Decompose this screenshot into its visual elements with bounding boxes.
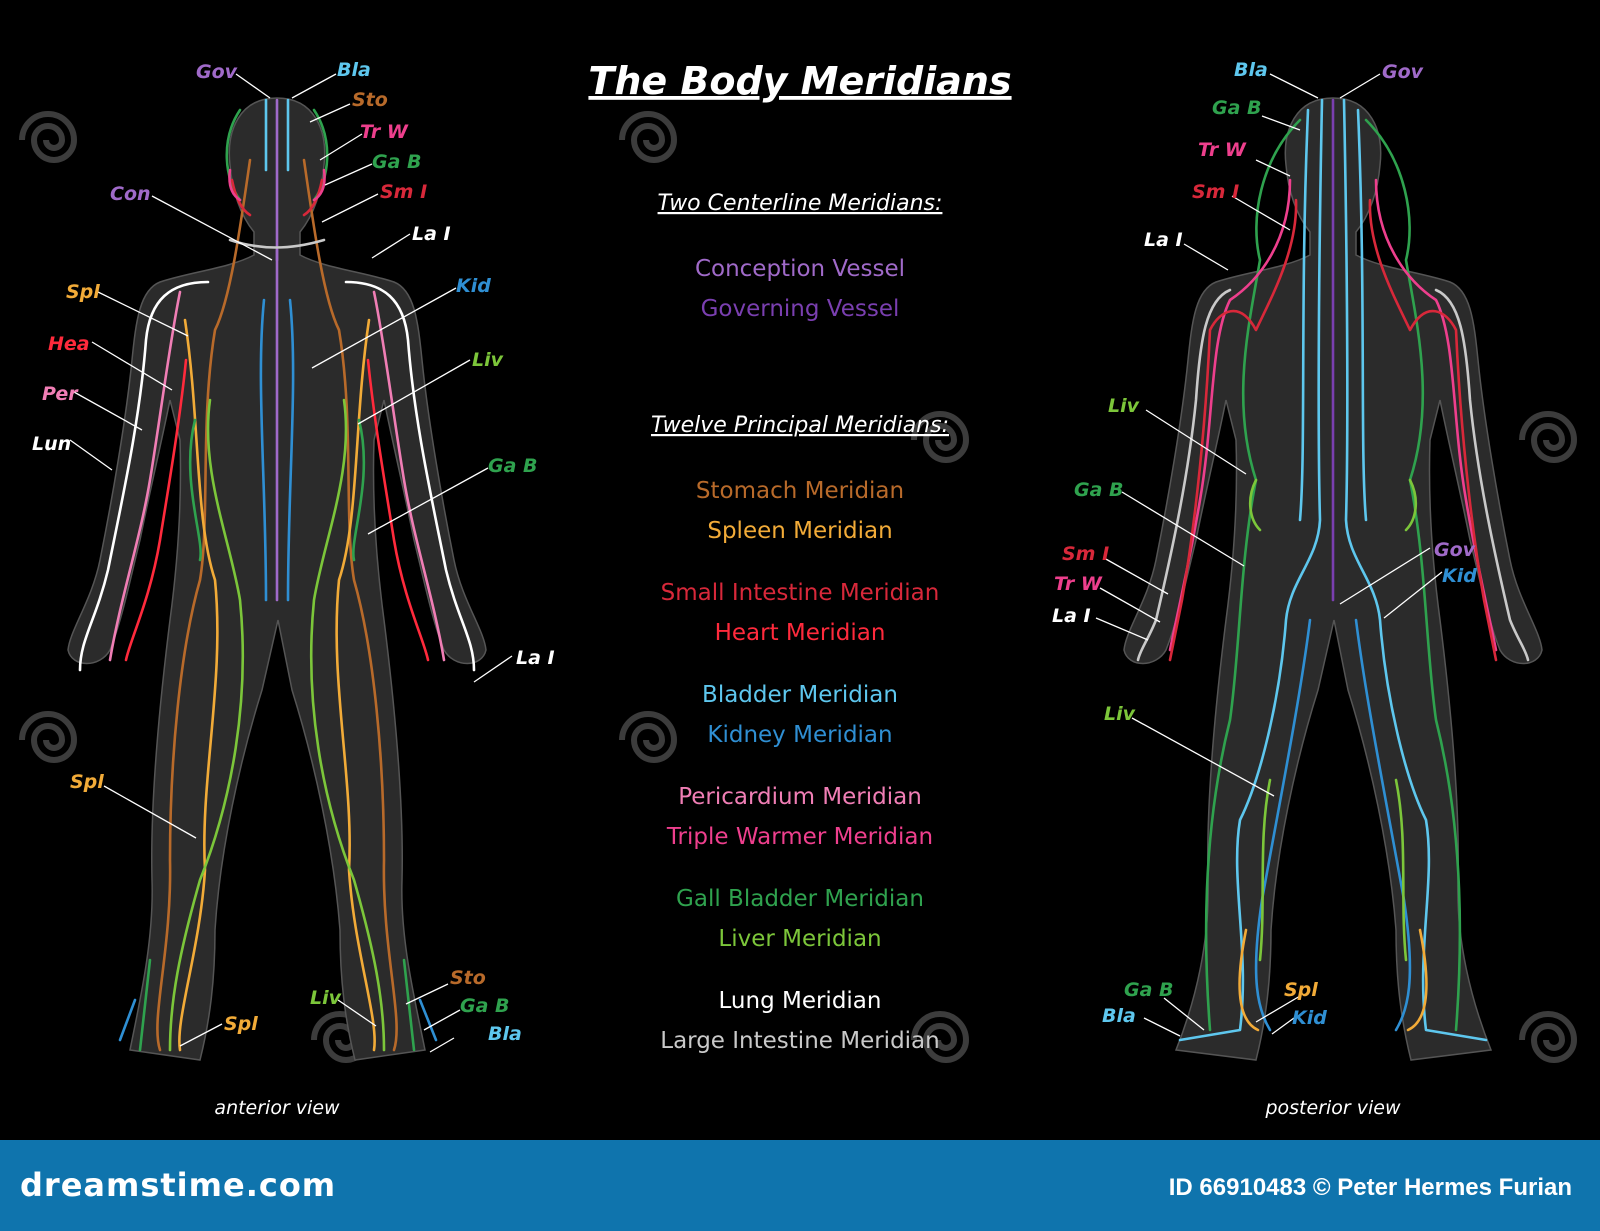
ant-label-gab: Ga B [372, 151, 422, 173]
caption-posterior: posterior view [1264, 1097, 1401, 1119]
legend-item-12: Lung Meridian [719, 988, 882, 1014]
post-label-spl: Spl [1284, 979, 1318, 1001]
ant-label-kid: Kid [456, 275, 491, 297]
legend-item-8: Pericardium Meridian [678, 784, 922, 810]
post-label-smi2: Sm I [1062, 543, 1109, 565]
anterior-heart [124, 358, 430, 662]
anterior-bladder [264, 98, 290, 172]
footer-bar: dreamstime.com ID 66910483 © Peter Herme… [0, 1140, 1600, 1231]
anterior-lung [78, 280, 476, 672]
footer-brand[interactable]: dreamstime.com [20, 1166, 337, 1204]
legend-item-10: Gall Bladder Meridian [676, 886, 924, 912]
legend-item-0: Conception Vessel [695, 256, 905, 282]
diagram-canvas: Gov Bla Sto Tr W Ga B Sm I La I Con Kid … [19, 59, 1578, 1119]
ant-label-lun: Lun [32, 433, 71, 455]
posterior-figure [1123, 97, 1543, 1061]
posterior-bladder [1178, 98, 1488, 1042]
legend-item-11: Liver Meridian [718, 926, 881, 952]
ant-label-trw: Tr W [360, 121, 409, 143]
ant-label-per: Per [42, 383, 79, 405]
caption-anterior: anterior view [214, 1097, 340, 1119]
ant-label-smi: Sm I [380, 181, 427, 203]
anterior-liver [168, 398, 386, 1052]
legend-item-1: Governing Vessel [701, 296, 900, 322]
meridian-diagram: Gov Bla Sto Tr W Ga B Sm I La I Con Kid … [19, 59, 1578, 1119]
ant-label-con: Con [110, 183, 151, 205]
posterior-leaders [1095, 73, 1443, 1037]
ant-label-gab3: Ga B [460, 995, 510, 1017]
legend-item-7: Kidney Meridian [707, 722, 892, 748]
post-label-gab3: Ga B [1124, 979, 1174, 1001]
ant-label-lai: La I [412, 223, 451, 245]
anterior-spleen [178, 318, 376, 1052]
post-label-lai: La I [1144, 229, 1183, 251]
legend-panel: The Body Meridians Two Centerline Meridi… [588, 59, 1011, 1054]
ant-label-sto: Sto [352, 89, 388, 111]
ant-label-bla2: Bla [488, 1023, 522, 1045]
subtitle-centerline: Two Centerline Meridians: [658, 191, 943, 216]
anterior-small-intestine [230, 178, 324, 217]
anterior-figure [67, 97, 487, 1061]
ant-label-gov: Gov [196, 61, 238, 83]
posterior-gall-bladder [1204, 118, 1462, 1032]
posterior-kidney [1254, 618, 1412, 1032]
legend-item-9: Triple Warmer Meridian [666, 824, 933, 850]
ant-label-bla: Bla [337, 59, 371, 81]
post-label-trw: Tr W [1198, 139, 1247, 161]
post-label-kid: Kid [1442, 565, 1477, 587]
ant-label-spl3: Spl [224, 1013, 258, 1035]
post-label-gab: Ga B [1212, 97, 1262, 119]
anterior-kidney [118, 298, 438, 1042]
post-label-trw2: Tr W [1054, 573, 1103, 595]
posterior-large-intestine [1136, 288, 1530, 662]
legend-item-3: Spleen Meridian [707, 518, 892, 544]
post-label-smi: Sm I [1192, 181, 1239, 203]
page-title: The Body Meridians [588, 59, 1011, 103]
subtitle-principal: Twelve Principal Meridians: [651, 413, 949, 438]
legend-item-2: Stomach Meridian [696, 478, 904, 504]
legend-item-5: Heart Meridian [715, 620, 886, 646]
post-label-gov2: Gov [1434, 539, 1476, 561]
ant-label-sto2: Sto [450, 967, 486, 989]
ant-label-liv2: Liv [310, 987, 342, 1009]
post-label-bla: Bla [1234, 59, 1268, 81]
ant-label-liv: Liv [472, 349, 504, 371]
anterior-leaders [69, 73, 513, 1053]
anterior-pericardium [108, 290, 446, 662]
legend-item-13: Large Intestine Meridian [660, 1028, 939, 1054]
posterior-liver [1248, 478, 1418, 962]
ant-label-gab2: Ga B [488, 455, 538, 477]
ant-label-lai2: La I [516, 647, 555, 669]
anterior-stomach [156, 158, 398, 1052]
footer-credit: ID 66910483 © Peter Hermes Furian [1168, 1174, 1572, 1201]
post-label-bla2: Bla [1102, 1005, 1136, 1027]
posterior-labels: Bla Gov Ga B Tr W Sm I La I Liv Ga B Sm … [1052, 59, 1477, 1029]
post-label-kid2: Kid [1292, 1007, 1327, 1029]
ant-label-spl2: Spl [70, 771, 104, 793]
anterior-gall-bladder [138, 108, 416, 1052]
posterior-small-intestine [1168, 198, 1498, 662]
legend-item-6: Bladder Meridian [702, 682, 898, 708]
anterior-triple-warmer [228, 168, 326, 202]
ant-label-hea: Hea [48, 333, 90, 355]
post-label-liv2: Liv [1104, 703, 1136, 725]
ant-label-spl: Spl [66, 281, 100, 303]
anterior-labels: Gov Bla Sto Tr W Ga B Sm I La I Con Kid … [32, 59, 555, 1045]
legend-item-4: Small Intestine Meridian [661, 580, 940, 606]
post-label-liv: Liv [1108, 395, 1140, 417]
post-label-gab2: Ga B [1074, 479, 1124, 501]
post-label-lai2: La I [1052, 605, 1091, 627]
watermark-spirals [19, 111, 1578, 1063]
post-label-gov: Gov [1382, 61, 1424, 83]
posterior-spleen [1238, 928, 1428, 1032]
